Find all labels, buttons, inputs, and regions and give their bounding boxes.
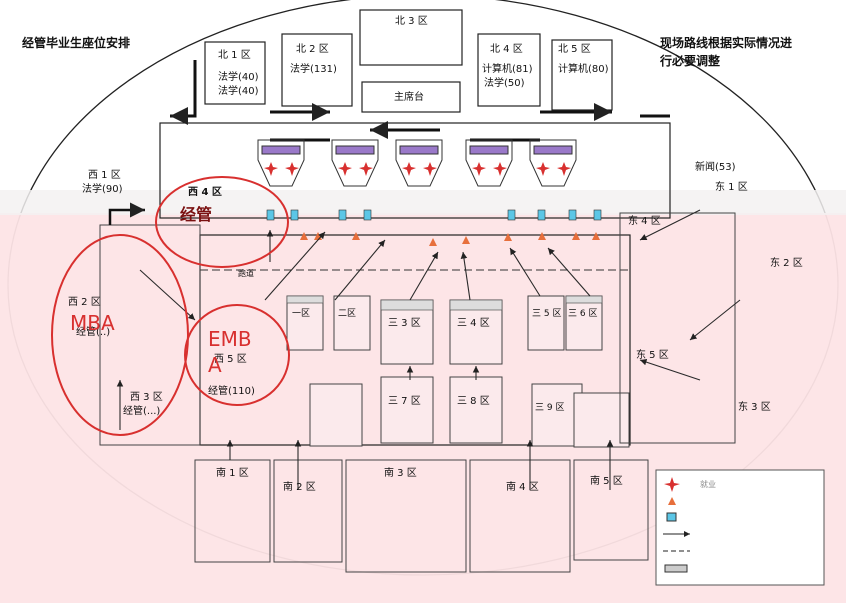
zone-north2-a: 法学(131) <box>290 62 337 75</box>
zone-east4: 东 4 区 <box>628 214 661 227</box>
zone-f9: 三 9 区 <box>535 402 564 413</box>
award-stars <box>264 162 571 176</box>
zone-f4: 三 4 区 <box>457 317 490 329</box>
circle-top: 经管 <box>180 205 212 224</box>
zone-north3: 北 3 区 <box>395 15 428 27</box>
zone-f8: 三 8 区 <box>457 395 490 407</box>
zone-north2: 北 2 区 <box>296 43 329 55</box>
zone-east5: 东 5 区 <box>636 348 669 361</box>
legend-label: 就业 <box>700 479 716 489</box>
note-left: 经管毕业生座位安排 <box>22 36 131 50</box>
zone-west3: 西 3 区 <box>130 391 163 403</box>
zone-east3: 东 3 区 <box>738 400 771 413</box>
zone-south5: 南 5 区 <box>590 474 623 487</box>
zone-west1-a: 法学(90) <box>82 182 123 195</box>
zone-f5: 三 5 区 <box>532 308 561 319</box>
legend-symbols <box>663 477 690 573</box>
zone-north5: 北 5 区 <box>558 43 591 55</box>
zone-f2: 二区 <box>338 308 356 319</box>
zone-west5: 西 5 区 <box>214 353 247 365</box>
north1-block <box>204 41 266 105</box>
zone-west3-a: 经管(...) <box>123 404 160 417</box>
zone-west4: 西 4 区 <box>188 186 222 198</box>
zone-south4: 南 4 区 <box>506 480 539 493</box>
zone-south3: 南 3 区 <box>384 466 417 479</box>
aisle-label: 跑道 <box>238 268 254 278</box>
zone-f1: 一区 <box>292 308 310 319</box>
zone-west2-a: 经管(..) <box>76 325 110 338</box>
rostrums <box>261 145 573 155</box>
zone-north1: 北 1 区 <box>218 49 251 61</box>
circle-mba: MBA <box>70 311 115 335</box>
red-circles <box>51 176 290 436</box>
zone-f6: 三 6 区 <box>568 308 597 319</box>
circle-emba-2: A <box>208 353 222 377</box>
stage-block <box>361 81 461 113</box>
zone-east1: 东 1 区 <box>715 180 748 193</box>
zone-north1-a: 法学(40) <box>218 70 259 83</box>
rostrum-frames <box>257 139 577 187</box>
zone-north5-a: 计算机(80) <box>558 62 609 75</box>
stage-label: 主席台 <box>394 90 424 103</box>
note-right-1: 现场路线根据实际情况进 <box>660 36 793 50</box>
zone-f3: 三 3 区 <box>388 317 421 329</box>
zone-west1: 西 1 区 <box>88 169 121 181</box>
zone-west5-a: 经管(110) <box>208 384 255 397</box>
zone-f7: 三 7 区 <box>388 395 421 407</box>
zone-east1-a: 新闻(53) <box>695 160 736 173</box>
zone-east2: 东 2 区 <box>770 256 803 269</box>
legend-frame <box>655 469 825 586</box>
north3-block <box>359 9 463 66</box>
north4-block <box>477 33 541 107</box>
main-floor-frame <box>159 122 671 219</box>
west-arrow <box>108 202 145 225</box>
zone-north4: 北 4 区 <box>490 43 523 55</box>
circle-emba-1: EMB <box>208 327 252 351</box>
zone-north4-b: 法学(50) <box>484 76 525 89</box>
cyan-markers <box>266 209 602 221</box>
note-right-2: 行必要调整 <box>660 54 721 68</box>
zone-south2: 南 2 区 <box>283 480 316 493</box>
north5-block <box>551 39 613 111</box>
zone-north1-b: 法学(40) <box>218 84 259 97</box>
hatched-strips <box>286 295 603 311</box>
side-frames <box>99 212 825 586</box>
route-arrows <box>116 209 741 490</box>
zone-west2: 西 2 区 <box>68 296 101 308</box>
zone-south1: 南 1 区 <box>216 466 249 479</box>
zone-north4-a: 计算机(81) <box>482 62 533 75</box>
